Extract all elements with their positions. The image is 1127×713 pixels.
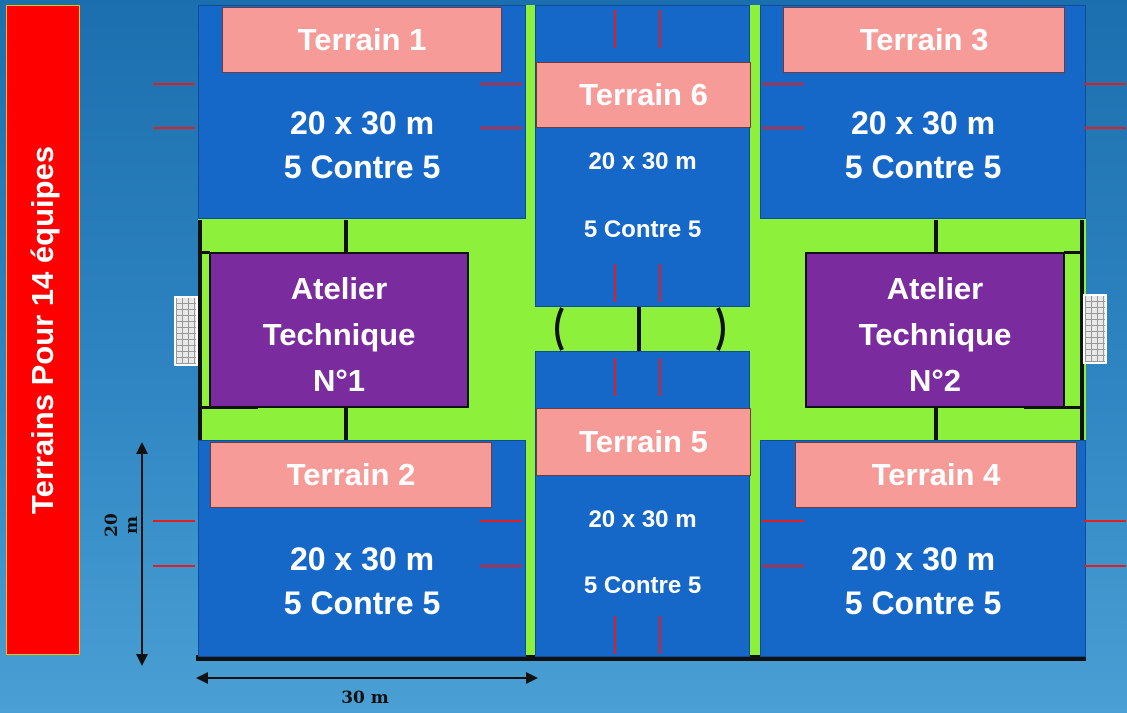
left-sideline [198, 220, 202, 440]
penalty-mark-right-bottom [934, 406, 938, 440]
terrain-5: Terrain 5 20 x 30 m 5 Contre 5 [535, 351, 751, 657]
goal-post-mark [480, 127, 522, 129]
goal-post-mark [659, 358, 661, 396]
goal-post-mark [153, 565, 195, 567]
terrain-1-size: 20 x 30 m [289, 105, 435, 141]
terrain-6-format: 5 Contre 5 [583, 216, 702, 243]
terrain-6: Terrain 6 20 x 30 m 5 Contre 5 [535, 5, 751, 307]
terrain-1-label: Terrain 1 [222, 7, 502, 73]
goal-left [174, 296, 198, 366]
terrain-2-label: Terrain 2 [210, 442, 492, 508]
goal-post-mark [762, 83, 804, 85]
goal-post-mark [480, 520, 522, 522]
goal-post-mark [153, 520, 195, 522]
terrain-3-size: 20 x 30 m [850, 105, 996, 141]
terrain-3: Terrain 3 20 x 30 m 5 Contre 5 [760, 5, 1086, 219]
atelier-1-line2: Technique [262, 317, 416, 352]
goal-post-mark [1084, 520, 1126, 522]
goal-post-mark [1084, 127, 1126, 129]
field-baseline [196, 655, 1086, 661]
goal-post-mark [659, 616, 661, 654]
height-dimension-arrow [136, 442, 148, 666]
terrain-3-label: Terrain 3 [783, 7, 1065, 73]
height-dimension-label: 20 m [102, 513, 142, 537]
atelier-technique-2: Atelier Technique N°2 [805, 252, 1065, 408]
atelier-technique-1: Atelier Technique N°1 [209, 252, 469, 408]
terrain-4-size: 20 x 30 m [850, 541, 996, 577]
goal-post-mark [1084, 83, 1126, 85]
atelier-2-line2: Technique [858, 317, 1012, 352]
penalty-mark-right-top [934, 220, 938, 252]
box-right-top [1064, 251, 1080, 254]
goal-post-mark [614, 10, 616, 48]
terrain-6-label: Terrain 6 [536, 62, 751, 128]
terrain-6-size: 20 x 30 m [588, 148, 697, 175]
goal-post-mark [762, 520, 804, 522]
terrain-1-format: 5 Contre 5 [283, 149, 441, 185]
terrain-5-size: 20 x 30 m [588, 506, 697, 533]
terrain-5-format: 5 Contre 5 [583, 572, 702, 599]
halfway-line [637, 306, 641, 354]
terrain-5-label: Terrain 5 [536, 408, 751, 476]
goal-post-mark [659, 10, 661, 48]
terrain-4-format: 5 Contre 5 [844, 585, 1002, 621]
right-sideline [1080, 220, 1084, 440]
goal-post-mark [153, 83, 195, 85]
terrain-1: Terrain 1 20 x 30 m 5 Contre 5 [198, 5, 526, 219]
goal-post-mark [762, 565, 804, 567]
page-title: Terrains Pour 14 équipes [25, 145, 60, 515]
goal-post-mark [1084, 565, 1126, 567]
title-banner: Terrains Pour 14 équipes [6, 5, 80, 655]
goal-post-mark [614, 264, 616, 302]
goal-post-mark [614, 358, 616, 396]
goal-post-mark [480, 565, 522, 567]
atelier-1-line3: N°1 [312, 363, 366, 398]
goal-post-mark [614, 616, 616, 654]
terrain-2: Terrain 2 20 x 30 m 5 Contre 5 [198, 440, 526, 657]
terrain-2-size: 20 x 30 m [289, 541, 435, 577]
penalty-mark-left-top [344, 220, 348, 252]
terrain-4-label: Terrain 4 [795, 442, 1077, 508]
width-dimension-arrow [196, 672, 538, 684]
atelier-2-line3: N°2 [908, 363, 962, 398]
penalty-mark-left-bottom [344, 406, 348, 440]
goal-post-mark [153, 127, 195, 129]
atelier-2-line1: Atelier [886, 271, 984, 306]
goal-post-mark [480, 83, 522, 85]
center-circle [555, 307, 725, 351]
width-dimension-label: 30 m [341, 688, 389, 708]
terrain-4: Terrain 4 20 x 30 m 5 Contre 5 [760, 440, 1086, 657]
atelier-1-line1: Atelier [290, 271, 388, 306]
terrain-3-format: 5 Contre 5 [844, 149, 1002, 185]
goal-post-mark [659, 264, 661, 302]
terrain-2-format: 5 Contre 5 [283, 585, 441, 621]
box-left-top [202, 251, 210, 254]
goal-right [1083, 294, 1107, 364]
goal-post-mark [762, 127, 804, 129]
